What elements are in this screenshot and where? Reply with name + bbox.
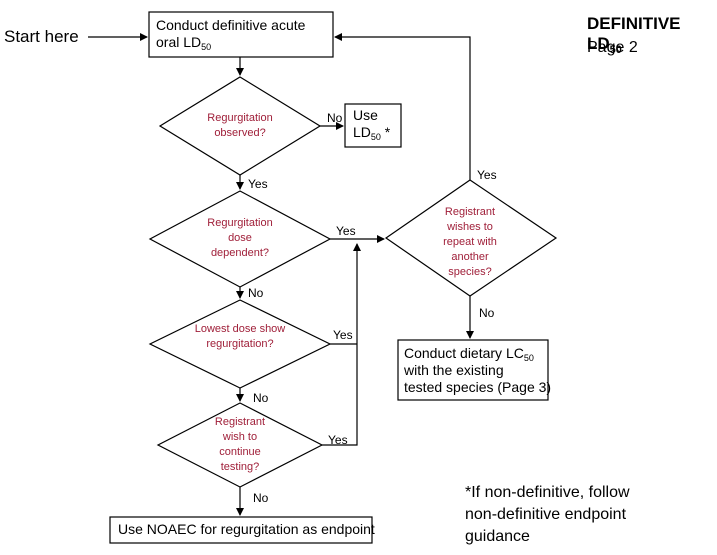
page-number: Page 2 <box>587 39 638 56</box>
page-title-text: DEFINITIVE LD <box>587 14 681 53</box>
use-ld50-box-text: Use LD50 * <box>353 107 391 142</box>
footnote: *If non-definitive, follow non-definitiv… <box>465 484 630 545</box>
line-d4-yes <box>322 243 361 446</box>
use-ld50-line2: LD50 * <box>353 124 391 142</box>
edge-label-d5-yes: Yes <box>477 168 497 182</box>
conduct-lc50-line2: with the existing <box>404 362 504 378</box>
start-label: Start here <box>4 27 79 46</box>
edge-label-d2-no: No <box>248 286 264 300</box>
decision-repeat-species: Registrant wishes to repeat with another… <box>443 206 497 278</box>
start-box-text: Conduct definitive acute oral LD50 <box>156 17 330 52</box>
use-ld50-label: LD <box>353 124 371 140</box>
edge-label-d4-yes: Yes <box>328 433 348 447</box>
page-title: DEFINITIVE LD50 <box>587 14 717 56</box>
edge-label-d4-no: No <box>253 491 269 505</box>
conduct-lc50-label: Conduct dietary LC <box>404 345 524 361</box>
decision-regurgitation-observed: Regurgitation observed? <box>207 112 273 139</box>
conduct-lc50-box-shape <box>397 339 549 401</box>
use-ld50-asterisk: * <box>380 124 391 140</box>
noaec-box-shape <box>109 516 373 544</box>
conduct-lc50-line3: tested species (Page 3) <box>404 379 552 395</box>
conduct-lc50-box-text: Conduct dietary LC50 with the existing t… <box>404 345 551 396</box>
arrow-d5-yes <box>334 33 471 180</box>
conduct-lc50-subscript: 50 <box>523 353 534 363</box>
start-box-label: Conduct definitive acute oral LD <box>156 17 306 50</box>
edge-label-d1-yes: Yes <box>248 177 268 191</box>
decision-dose-dependent: Regurgitation dose dependent? <box>207 217 273 259</box>
edge-label-d5-no: No <box>479 306 495 320</box>
noaec-box-text: Use NOAEC for regurgitation as endpoint <box>118 521 375 537</box>
conduct-lc50-line1: Conduct dietary LC50 <box>404 345 551 363</box>
start-box-subscript: 50 <box>201 42 212 52</box>
decision-lowest-dose: Lowest dose show regurgitation? <box>194 323 286 350</box>
start-box-shape <box>148 11 334 58</box>
edge-label-d2-yes: Yes <box>336 224 356 238</box>
decision-continue-testing: Registrant wish to continue testing? <box>214 416 266 473</box>
edge-label-d3-yes: Yes <box>333 328 353 342</box>
edge-label-d3-no: No <box>253 391 269 405</box>
use-ld50-line1: Use <box>353 107 378 123</box>
use-ld50-box-shape <box>344 103 402 148</box>
page-title-subscript: 50 <box>609 44 622 56</box>
use-ld50-subscript: 50 <box>370 132 381 142</box>
edge-label-d1-no: No <box>327 111 343 125</box>
